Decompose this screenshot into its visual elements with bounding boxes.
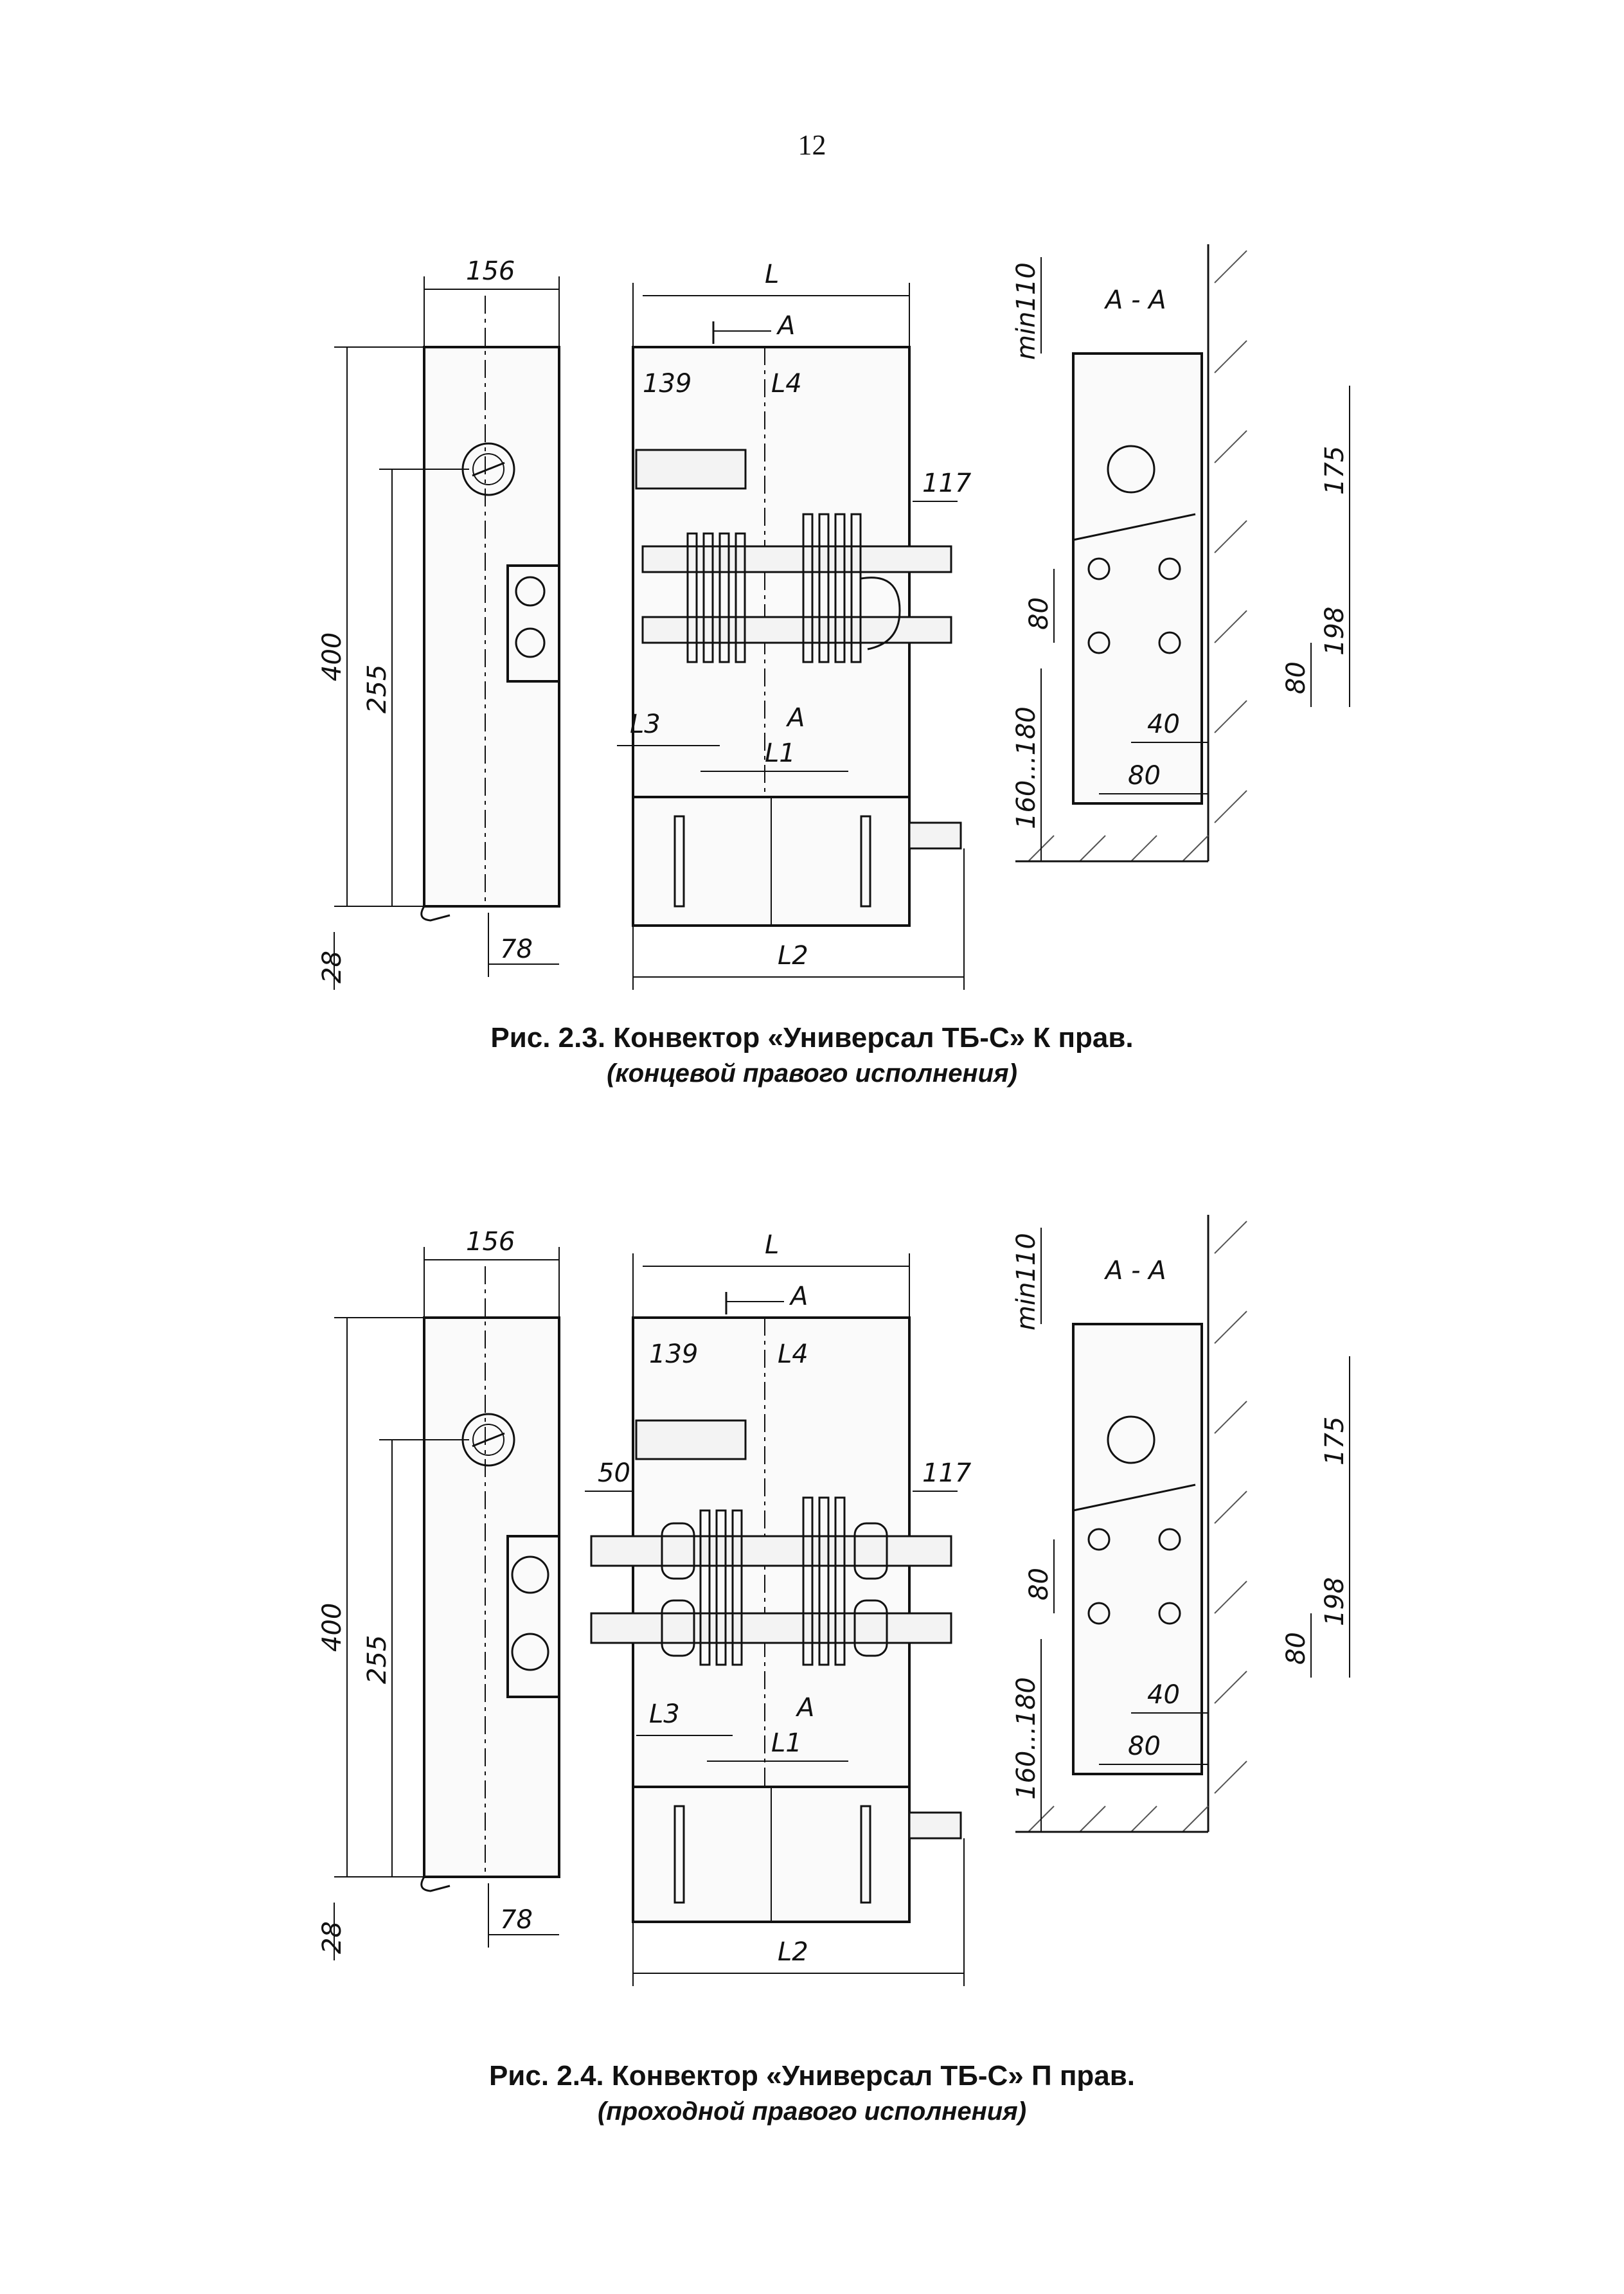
pipe-connector xyxy=(506,564,560,683)
figure-convector-pass-through: 156 400 255 28 78 xyxy=(0,1189,1624,2102)
subcaption-figure-2-3: (концевой правого исполнения) xyxy=(607,1059,1017,1088)
dim-pipe-offset: 78 xyxy=(500,1905,533,1935)
section-title: А - А xyxy=(1103,285,1166,315)
dim-198: 198 xyxy=(1320,607,1350,656)
lower-pipe xyxy=(590,1612,952,1644)
dim-80-horizontal: 80 xyxy=(1128,761,1161,791)
dim-min-gap: min110 xyxy=(1012,1233,1041,1331)
dim-l3: L3 xyxy=(630,710,661,739)
section-mark-bottom: A xyxy=(795,1693,814,1723)
subcaption-figure-2-4: (проходной правого исполнения) xyxy=(597,2097,1027,2126)
dim-l4: L4 xyxy=(771,369,802,399)
drawing-convector-pass-through: 156 400 255 28 78 xyxy=(317,1215,1350,1986)
wall-hatch xyxy=(1028,1221,1247,1833)
page-number: 12 xyxy=(798,129,826,161)
dim-height: 400 xyxy=(317,1603,347,1652)
dim-floor-gap: 160...180 xyxy=(1012,1677,1041,1800)
dim-l4: L4 xyxy=(778,1340,808,1369)
drawing-convector-end: 156 400 255 28 78 xyxy=(317,244,1350,990)
figure-convector-end: 156 400 255 28 78 xyxy=(0,219,1624,1080)
dim-length: L xyxy=(765,1230,779,1260)
top-view: L2 xyxy=(632,796,965,990)
section-view: А - А min110 175 198 80 80 160...180 40 … xyxy=(1012,244,1350,863)
dim-175: 175 xyxy=(1320,1417,1350,1465)
dim-l3: L3 xyxy=(649,1699,680,1729)
dim-80-vertical: 80 xyxy=(1024,1568,1054,1600)
caption-figure-2-4: Рис. 2.4. Конвектор «Универсал ТБ-С» П п… xyxy=(488,2060,1136,2092)
dim-height: 400 xyxy=(317,632,347,681)
dim-l1: L1 xyxy=(765,739,796,768)
dim-40: 40 xyxy=(1147,710,1180,739)
section-mark-top: A xyxy=(776,311,795,341)
dim-l2: L2 xyxy=(778,941,808,971)
top-view: L2 xyxy=(632,1786,965,1986)
section-housing xyxy=(1072,352,1203,805)
dim-bottom-offset: 28 xyxy=(317,1921,347,1954)
fin-block-right xyxy=(802,1496,846,1666)
dim-139: 139 xyxy=(649,1340,698,1369)
dim-width: 156 xyxy=(466,256,515,286)
dim-117: 117 xyxy=(922,469,972,498)
section-mark-top: A xyxy=(789,1282,808,1311)
dim-80-bracket: 80 xyxy=(1281,661,1311,694)
dim-198: 198 xyxy=(1320,1577,1350,1626)
dim-80-horizontal: 80 xyxy=(1128,1732,1161,1761)
caption-figure-2-3: Рис. 2.3. Конвектор «Универсал ТБ-С» К п… xyxy=(490,1022,1134,1053)
dim-117: 117 xyxy=(922,1458,972,1488)
dim-175: 175 xyxy=(1320,446,1350,495)
fin-block-right xyxy=(802,513,862,663)
section-title: А - А xyxy=(1103,1256,1166,1286)
section-housing xyxy=(1072,1323,1203,1775)
side-view: 156 400 255 28 78 xyxy=(317,256,560,990)
dim-l2: L2 xyxy=(778,1937,808,1967)
pipe-connector xyxy=(506,1535,560,1698)
dim-axis-height: 255 xyxy=(362,1635,392,1684)
dim-50: 50 xyxy=(598,1458,630,1488)
side-view: 156 400 255 28 78 xyxy=(317,1227,560,1960)
fin-block-left xyxy=(699,1509,743,1666)
dim-139: 139 xyxy=(643,369,692,399)
lower-pipe xyxy=(641,616,952,644)
dim-min-gap: min110 xyxy=(1012,262,1041,360)
dim-floor-gap: 160...180 xyxy=(1012,706,1041,829)
upper-pipe xyxy=(590,1535,952,1567)
dim-80-bracket: 80 xyxy=(1281,1632,1311,1665)
dim-width: 156 xyxy=(466,1227,515,1257)
dim-axis-height: 255 xyxy=(362,665,392,713)
dim-bottom-offset: 28 xyxy=(317,951,347,983)
section-mark-bottom: A xyxy=(785,703,805,733)
front-view: L A 139 L4 50 117 L3 A L1 xyxy=(585,1230,972,1885)
dim-40: 40 xyxy=(1147,1680,1180,1710)
section-view: А - А min110 175 198 80 80 160...180 40 … xyxy=(1012,1215,1350,1833)
dim-l1: L1 xyxy=(771,1728,802,1758)
upper-pipe xyxy=(641,545,952,573)
fin-block-left xyxy=(686,532,746,663)
dim-pipe-offset: 78 xyxy=(500,935,533,964)
u-bend xyxy=(861,577,901,650)
dim-length: L xyxy=(765,260,779,289)
wall-hatch xyxy=(1028,250,1247,862)
dim-80-vertical: 80 xyxy=(1024,597,1054,630)
